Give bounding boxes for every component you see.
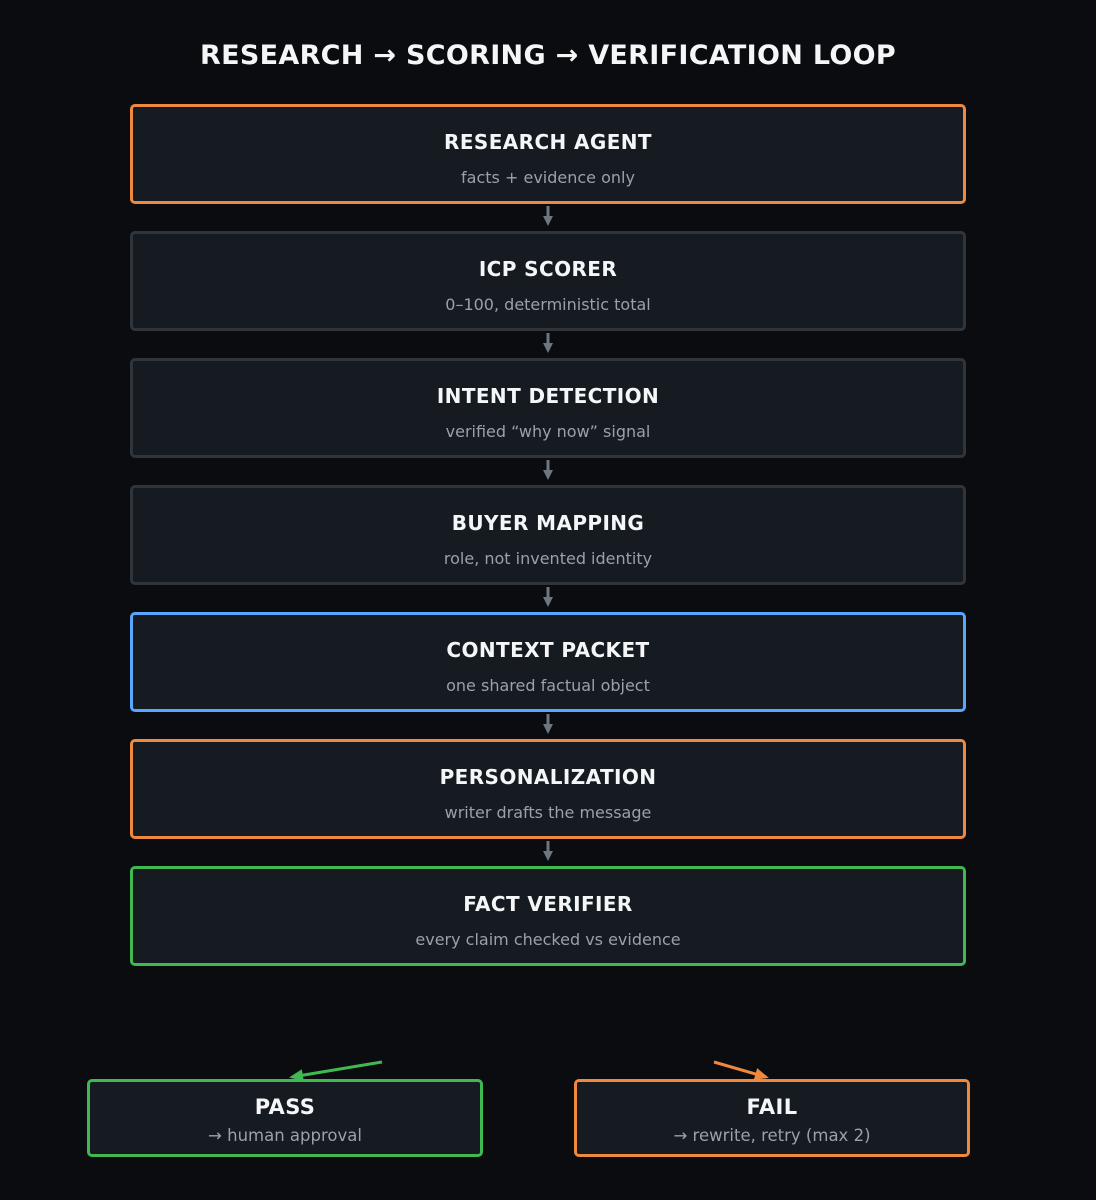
diagram-title: RESEARCH → SCORING → VERIFICATION LOOP [200, 40, 896, 71]
stage-name: PERSONALIZATION [439, 765, 657, 789]
stage-description: verified “why now” signal [445, 422, 651, 441]
outcome-fail: FAIL → rewrite, retry (max 2) [574, 1079, 970, 1157]
stage-name: FACT VERIFIER [463, 892, 633, 916]
outcome-description: → rewrite, retry (max 2) [673, 1126, 871, 1145]
stage-icp-scorer: ICP SCORER 0–100, deterministic total [130, 231, 966, 331]
outcome-pass: PASS → human approval [87, 1079, 483, 1157]
stage-fact-verifier: FACT VERIFIER every claim checked vs evi… [130, 866, 966, 966]
outcome-description: → human approval [208, 1126, 362, 1145]
outcome-name: PASS [254, 1095, 316, 1119]
stage-description: role, not invented identity [443, 549, 653, 568]
stage-description: 0–100, deterministic total [445, 295, 651, 314]
stage-name: BUYER MAPPING [451, 511, 645, 535]
stage-personalization: PERSONALIZATION writer drafts the messag… [130, 739, 966, 839]
pass-arrow [289, 1060, 383, 1082]
stage-research-agent: RESEARCH AGENT facts + evidence only [130, 104, 966, 204]
stage-description: one shared factual object [446, 676, 650, 695]
stage-context-packet: CONTEXT PACKET one shared factual object [130, 612, 966, 712]
stage-name: INTENT DETECTION [436, 384, 660, 408]
stage-description: every claim checked vs evidence [415, 930, 681, 949]
stage-description: facts + evidence only [461, 168, 635, 187]
stage-buyer-mapping: BUYER MAPPING role, not invented identit… [130, 485, 966, 585]
outcome-name: FAIL [746, 1095, 798, 1119]
stage-description: writer drafts the message [444, 803, 652, 822]
stage-name: ICP SCORER [478, 257, 618, 281]
fail-arrow [713, 1060, 769, 1080]
stage-intent-detection: INTENT DETECTION verified “why now” sign… [130, 358, 966, 458]
stage-name: RESEARCH AGENT [444, 130, 652, 154]
stage-name: CONTEXT PACKET [446, 638, 650, 662]
